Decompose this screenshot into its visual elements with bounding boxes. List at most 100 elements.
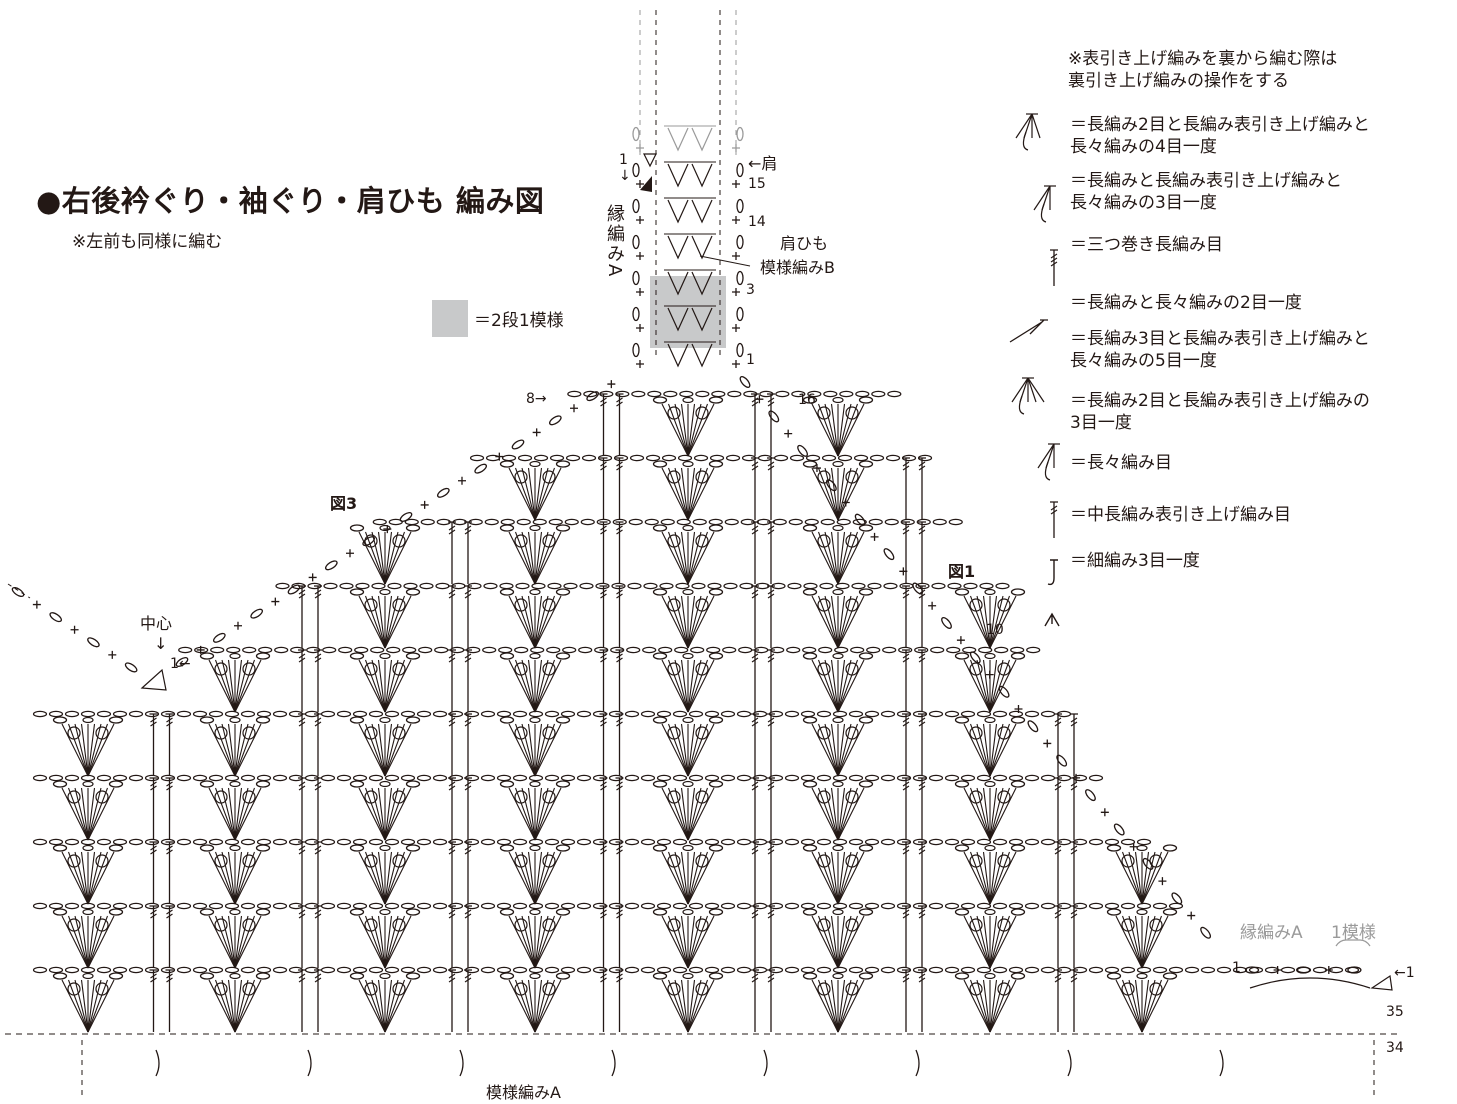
treble-stitch — [165, 841, 174, 904]
fan-stitch — [680, 403, 689, 457]
single-crochet — [732, 180, 740, 188]
fan-stitch — [982, 595, 991, 649]
stitch-bar — [767, 781, 775, 787]
row-chain — [960, 774, 976, 782]
shoulder-strap-chart — [632, 125, 744, 368]
row-chain — [384, 966, 400, 974]
treble-symbol — [1050, 501, 1058, 538]
row-chain — [1120, 838, 1136, 846]
chain-stitch — [255, 972, 271, 980]
fan-stitch — [680, 595, 689, 649]
row-chain — [240, 966, 256, 974]
row-chain — [1136, 902, 1152, 910]
row-chain — [708, 518, 723, 526]
fan-stitch — [837, 531, 852, 585]
fan-stitch — [817, 595, 839, 649]
row-chain — [595, 582, 610, 590]
row-chain — [914, 646, 929, 654]
stitch-bar — [767, 525, 775, 531]
row-chain — [128, 774, 144, 782]
figure-1-label: 図1 — [948, 562, 976, 581]
stitch-bar — [166, 781, 173, 787]
row-chain — [1280, 966, 1296, 974]
row-chain — [704, 774, 720, 782]
puff-picot — [997, 598, 1011, 612]
stitch-bar — [616, 529, 623, 535]
treble-stitch — [314, 777, 322, 840]
treble-stitch — [298, 777, 306, 840]
stitch-bar — [751, 401, 759, 407]
stitch-bar — [767, 593, 775, 599]
stitch-bar — [1054, 913, 1062, 919]
stitch-bar — [298, 589, 306, 595]
legend-item-8: ＝細編み3目一度 — [1000, 546, 1450, 586]
puff-picot — [845, 598, 859, 612]
puff-picot — [969, 726, 983, 740]
puff-picot — [667, 406, 681, 420]
chain-stitch — [349, 652, 365, 660]
chain-stitch — [802, 780, 818, 788]
chain-stitch — [708, 972, 724, 980]
row-chain — [688, 838, 704, 846]
row-chain — [805, 454, 821, 462]
stitch-bar — [464, 593, 472, 599]
puff-picot — [817, 534, 831, 548]
row-chain — [240, 902, 256, 910]
row-chain — [256, 774, 272, 782]
fan-top-chain — [682, 396, 694, 404]
fan-stitch — [377, 723, 386, 777]
fan-stitch — [358, 979, 386, 1033]
fan-stitch — [830, 723, 839, 777]
row-chain — [816, 966, 832, 974]
stitch-bar — [464, 849, 472, 855]
row-chain — [775, 390, 790, 398]
chain-stitch — [405, 780, 421, 788]
fan-stitch — [687, 659, 696, 713]
stitch-bar — [166, 913, 173, 919]
stitch-bar — [902, 529, 910, 535]
stitch-bar — [150, 721, 157, 727]
fan-stitch — [1141, 915, 1163, 969]
chain-stitch — [255, 844, 271, 852]
row-chain — [1008, 838, 1024, 846]
row-chain — [896, 774, 912, 782]
fan-stitch — [508, 467, 536, 521]
puff-picot — [392, 726, 406, 740]
stitch-bar — [150, 909, 157, 915]
chain-stitch — [108, 972, 124, 980]
row-chain — [336, 710, 352, 718]
row-chain — [1152, 966, 1168, 974]
row-chain — [883, 582, 898, 590]
treble-stitch — [448, 969, 456, 1032]
fan-stitch — [384, 531, 399, 585]
fan-stitch — [384, 659, 393, 713]
fan-top-chain — [832, 780, 844, 788]
puff-picot — [845, 918, 859, 932]
row-chain — [720, 774, 736, 782]
row-chain — [480, 774, 496, 782]
row-chain — [320, 966, 336, 974]
fan-top-chain — [379, 524, 391, 532]
stitch-bar — [448, 913, 456, 919]
chain-stitch — [511, 439, 525, 450]
fan-stitch — [364, 659, 386, 713]
fan-stitch — [384, 595, 412, 649]
row-chain — [320, 838, 336, 846]
fan-stitch — [687, 723, 702, 777]
legend-symbol-3 — [1000, 284, 1070, 324]
fan-stitch — [384, 787, 393, 841]
row-chain — [864, 710, 880, 718]
stitch-bar — [314, 973, 322, 979]
single-crochet — [196, 645, 205, 654]
row-chain — [512, 838, 528, 846]
stitch-bar — [616, 721, 623, 727]
chain-stitch — [708, 460, 724, 468]
stitch-bar — [600, 909, 607, 915]
treble-stitch — [448, 713, 456, 776]
fan-stitch — [811, 467, 839, 521]
pattern-a-body — [32, 390, 1360, 1077]
row-chain — [544, 838, 560, 846]
fan-stitch — [534, 915, 556, 969]
row-chain — [1026, 646, 1041, 654]
row-chain — [1136, 838, 1152, 846]
